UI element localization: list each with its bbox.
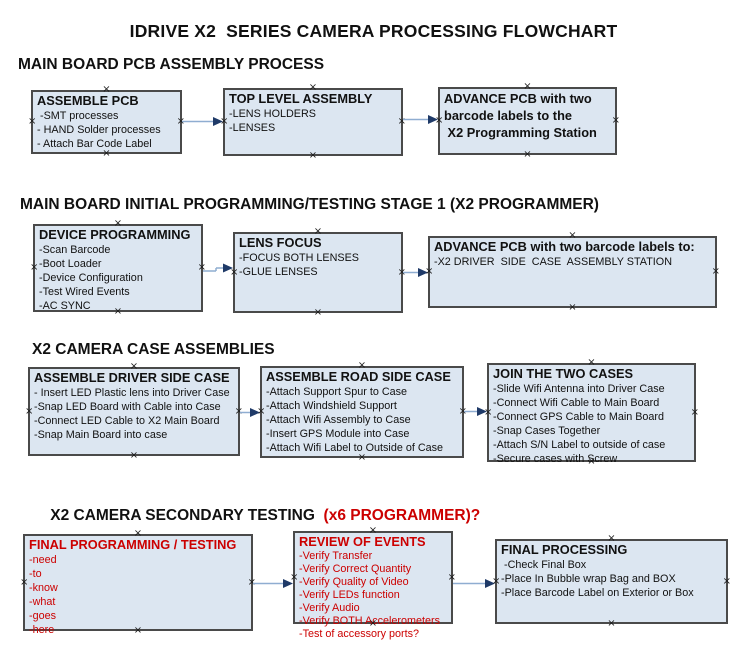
box-line: -LENSES (229, 122, 276, 134)
box-line: -Test of accessory ports? (299, 628, 420, 640)
section-heading-case-assemblies: X2 CAMERA CASE ASSEMBLIES (32, 341, 275, 358)
box-line: -Attach Wifi Label to Outside of Case (266, 442, 444, 454)
box-line: -Verify Correct Quantity (299, 563, 412, 575)
box-title: LENS FOCUS (239, 235, 322, 250)
box-title: REVIEW OF EVENTS (299, 534, 426, 549)
connection-point-icon: × (722, 575, 731, 587)
box-line: -Connect Wifi Cable to Main Board (493, 397, 660, 409)
flow-box-final-programming-testing: × × × × FINAL PROGRAMMING / TESTING -nee… (20, 529, 256, 637)
box-title: ADVANCE PCB with two barcode labels to: (434, 239, 695, 254)
flow-box-assemble-road-side-case: × × × × ASSEMBLE ROAD SIDE CASE -Attach … (257, 361, 467, 463)
box-line: -Verify Transfer (299, 550, 373, 562)
box-title: FINAL PROCESSING (501, 542, 628, 557)
flow-box-join-the-two-cases: × × × × JOIN THE TWO CASES -Slide Wifi A… (484, 358, 699, 467)
box-line: -Attach Windshield Support (266, 400, 397, 412)
box-title: FINAL PROGRAMMING / TESTING (29, 537, 237, 552)
box-line: -Snap Main Board into case (34, 429, 168, 441)
box-line: -Attach Support Spur to Case (266, 386, 408, 398)
box-line: - Insert LED Plastic lens into Driver Ca… (34, 387, 230, 399)
box-line: -Connect GPS Cable to Main Board (493, 411, 665, 423)
section-heading-secondary-testing-red: (x6 PROGRAMMER)? (314, 507, 481, 524)
flow-box-advance-pcb-driver-side-station: × × × × ADVANCE PCB with two barcode lab… (425, 231, 720, 313)
box-title: TOP LEVEL ASSEMBLY (229, 91, 373, 106)
box-line: -Verify LEDs function (299, 589, 400, 601)
section-heading-secondary-testing: X2 CAMERA SECONDARY TESTING (x6 PROGRAMM… (33, 489, 480, 543)
box-line: -here (29, 624, 55, 636)
box-line: -Attach S/N Label to outside of case (493, 439, 666, 451)
box-line: -Slide Wifi Antenna into Driver Case (493, 383, 665, 395)
section-heading-secondary-testing-black: X2 CAMERA SECONDARY TESTING (50, 507, 315, 524)
connection-point-icon: × (607, 618, 616, 629)
box-line: -LENS HOLDERS (229, 108, 316, 120)
arrow-connector (464, 407, 487, 416)
box-line: -Verify Quality of Video (299, 576, 409, 588)
box-title: ASSEMBLE PCB (37, 93, 139, 108)
box-line: -X2 DRIVER SIDE CASE ASSEMBLY STATION (434, 256, 672, 268)
connection-point-icon: × (28, 116, 37, 127)
flow-box-advance-pcb-programming-station: × × × × ADVANCE PCB with two barcode lab… (435, 82, 620, 160)
box-line: -Snap Cases Together (493, 425, 601, 437)
box-title-line: X2 Programming Station (444, 125, 597, 140)
arrow-connector (240, 408, 260, 417)
box-line: -need (29, 554, 57, 566)
box-line: - HAND Solder processes (37, 124, 161, 136)
box-line: -Boot Loader (39, 258, 102, 270)
arrow-connector (253, 579, 293, 588)
flow-box-review-of-events: × × × × REVIEW OF EVENTS -Verify Transfe… (290, 526, 456, 641)
flow-box-assemble-pcb: × × × × ASSEMBLE PCB -SMT processes - HA… (28, 85, 185, 159)
box-title-line: ADVANCE PCB with two (444, 91, 592, 106)
box-line: -Insert GPS Module into Case (266, 428, 410, 440)
arrow-connector (453, 579, 495, 588)
connection-point-icon: × (30, 262, 39, 273)
box-line: -Connect LED Cable to X2 Main Board (34, 415, 220, 427)
box-line: -Test Wired Events (39, 286, 130, 298)
connection-point-icon: × (308, 150, 318, 161)
section-heading-pcb-assembly: MAIN BOARD PCB ASSEMBLY PROCESS (18, 56, 325, 73)
arrow-connector (182, 117, 223, 126)
flow-box-lens-focus: × × × × LENS FOCUS -FOCUS BOTH LENSES -G… (230, 227, 406, 318)
arrow-connector (403, 268, 428, 277)
box-line: -know (29, 582, 58, 594)
box-line: -Attach Wifi Assembly to Case (266, 414, 411, 426)
box-line: -what (29, 596, 56, 608)
connection-point-icon: × (25, 405, 34, 417)
box-line: -SMT processes (37, 110, 119, 122)
box-title: DEVICE PROGRAMMING (39, 227, 191, 242)
box-line: -GLUE LENSES (239, 266, 318, 278)
connection-point-icon: × (690, 406, 699, 418)
box-line: -Place Barcode Label on Exterior or Box (501, 587, 694, 599)
flow-box-top-level-assembly: × × × × TOP LEVEL ASSEMBLY -LENS HOLDERS… (220, 83, 406, 161)
box-line: -Snap LED Board with Cable into Case (34, 401, 221, 413)
arrow-connector (203, 263, 233, 273)
box-line: - Attach Bar Code Label (37, 138, 152, 150)
box-line: -Check Final Box (501, 559, 587, 571)
flow-box-device-programming: × × × × DEVICE PROGRAMMING -Scan Barcode… (30, 219, 206, 317)
section-heading-initial-programming: MAIN BOARD INITIAL PROGRAMMING/TESTING S… (20, 196, 599, 213)
flow-box-assemble-driver-side-case: × × × × ASSEMBLE DRIVER SIDE CASE - Inse… (25, 362, 243, 461)
box-line: -Secure cases with Screw (493, 453, 618, 465)
box-line: -Place In Bubble wrap Bag and BOX (501, 573, 676, 585)
box-line: -to (29, 568, 42, 580)
box-line: -AC SYNC (39, 300, 91, 312)
arrow-connector (403, 115, 438, 124)
page-title: IDRIVE X2 SERIES CAMERA PROCESSING FLOWC… (129, 21, 618, 41)
box-line: -Verify Audio (299, 602, 360, 614)
connection-point-icon: × (711, 266, 720, 277)
box-title: ASSEMBLE DRIVER SIDE CASE (34, 370, 230, 385)
box-line: -goes (29, 610, 57, 622)
box-title: JOIN THE TWO CASES (493, 366, 634, 381)
connection-point-icon: × (129, 450, 139, 461)
box-title: ASSEMBLE ROAD SIDE CASE (266, 369, 451, 384)
box-title-line: barcode labels to the (444, 108, 573, 123)
box-line: -Verify BOTH Accelerometers (299, 615, 440, 627)
box-line: -FOCUS BOTH LENSES (239, 252, 359, 264)
connection-point-icon: × (20, 576, 29, 588)
connection-point-icon: × (313, 307, 323, 318)
connection-point-icon: × (523, 149, 532, 160)
box-line: -Device Configuration (39, 272, 143, 284)
connection-point-icon: × (568, 302, 577, 313)
box-line: -Scan Barcode (39, 244, 111, 256)
connection-point-icon: × (611, 115, 620, 126)
flow-box-final-processing: × × × × FINAL PROCESSING -Check Final Bo… (492, 534, 731, 629)
